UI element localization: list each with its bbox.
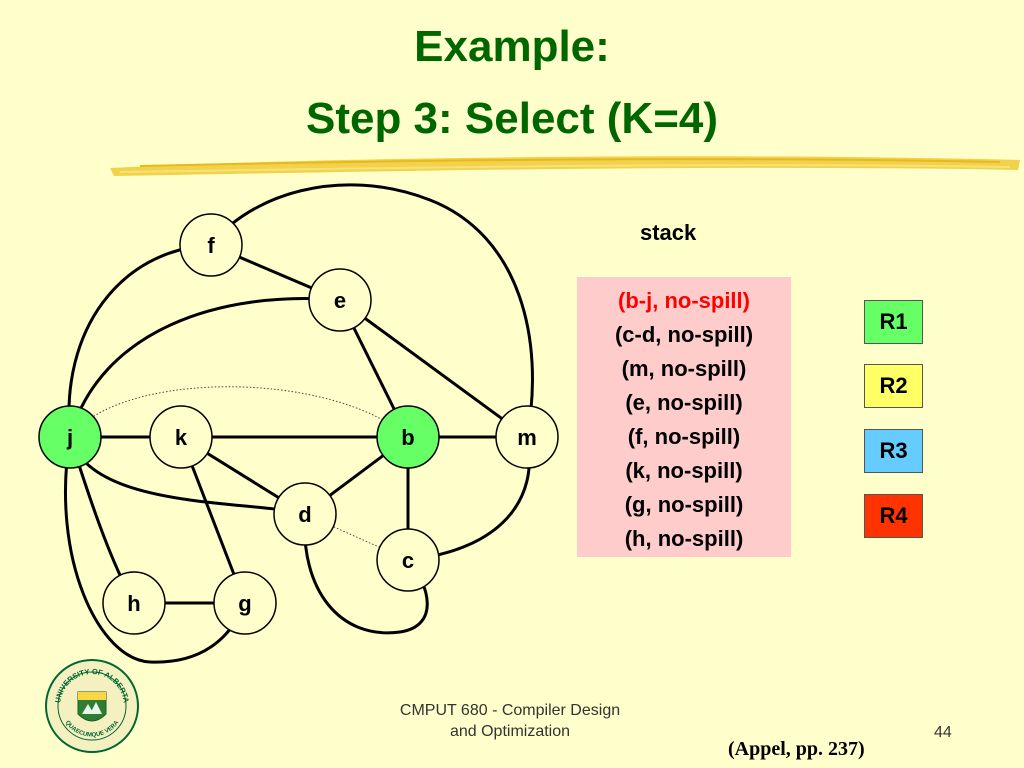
page-number: 44 xyxy=(934,724,952,741)
node-e: e xyxy=(308,268,372,332)
node-circle-d xyxy=(273,482,337,546)
node-circle-m xyxy=(495,405,559,469)
edge-j-e xyxy=(68,297,341,438)
node-label-c: c xyxy=(402,548,414,573)
title-underline-brushstroke xyxy=(110,156,1020,176)
edge-e-m xyxy=(339,298,528,439)
node-g: g xyxy=(213,571,277,635)
node-m: m xyxy=(495,405,559,469)
node-circle-h xyxy=(102,571,166,635)
stack-item: (k, no-spill) xyxy=(625,458,743,483)
stack-item: (c-d, no-spill) xyxy=(614,322,754,347)
node-label-g: g xyxy=(238,591,251,616)
node-label-f: f xyxy=(207,233,215,258)
stack-item: (f, no-spill) xyxy=(627,424,741,449)
stack-item: (b-j, no-spill) xyxy=(618,288,750,313)
node-label-b: b xyxy=(401,425,414,450)
stack-item: (g, no-spill) xyxy=(624,492,744,517)
node-h: h xyxy=(102,571,166,635)
node-f: f xyxy=(179,213,243,277)
node-j: j xyxy=(38,405,102,469)
register-r1: R1 xyxy=(864,300,923,344)
edge-j-f xyxy=(67,243,212,438)
node-circle-e xyxy=(308,268,372,332)
stack-item: (h, no-spill) xyxy=(624,526,744,551)
citation: (Appel, pp. 237) xyxy=(728,738,865,760)
move-edge-j-b xyxy=(69,386,409,438)
node-label-m: m xyxy=(517,425,537,450)
node-circle-c xyxy=(376,528,440,592)
slide-subtitle: Step 3: Select (K=4) xyxy=(305,94,719,143)
node-d: d xyxy=(273,482,337,546)
course-footer: CMPUT 680 - Compiler Design and Optimiza… xyxy=(370,700,650,742)
edge-j-g xyxy=(64,436,247,664)
footer-topic-line: and Optimization xyxy=(449,723,571,740)
stack-label: stack xyxy=(640,220,697,245)
node-label-d: d xyxy=(298,502,311,527)
stack-list: (b-j, no-spill) (c-d, no-spill) (m, no-spi… xyxy=(577,277,791,557)
node-label-h: h xyxy=(127,591,140,616)
node-k: k xyxy=(149,405,213,469)
node-b: b xyxy=(376,405,440,469)
slide-title: Example: xyxy=(414,22,610,71)
node-label-k: k xyxy=(175,425,188,450)
edge-d-c xyxy=(303,513,429,635)
footer-course-line: CMPUT 680 - Compiler Design xyxy=(399,702,621,719)
edge-f-m xyxy=(209,183,534,438)
node-label-j: j xyxy=(66,425,73,450)
university-crest-logo: UNIVERSITY OF ALBERTA QUAECUMQUE VERA xyxy=(45,659,139,753)
register-r4: R4 xyxy=(864,494,923,538)
node-circle-b xyxy=(376,405,440,469)
node-circle-k xyxy=(149,405,213,469)
register-r2: R2 xyxy=(864,364,923,408)
register-r3: R3 xyxy=(864,429,923,473)
stack-item: (e, no-spill) xyxy=(625,390,743,415)
node-label-e: e xyxy=(334,288,346,313)
node-c: c xyxy=(376,528,440,592)
stack-item: (m, no-spill) xyxy=(621,356,747,381)
node-circle-f xyxy=(179,213,243,277)
node-circle-g xyxy=(213,571,277,635)
node-circle-j xyxy=(38,405,102,469)
